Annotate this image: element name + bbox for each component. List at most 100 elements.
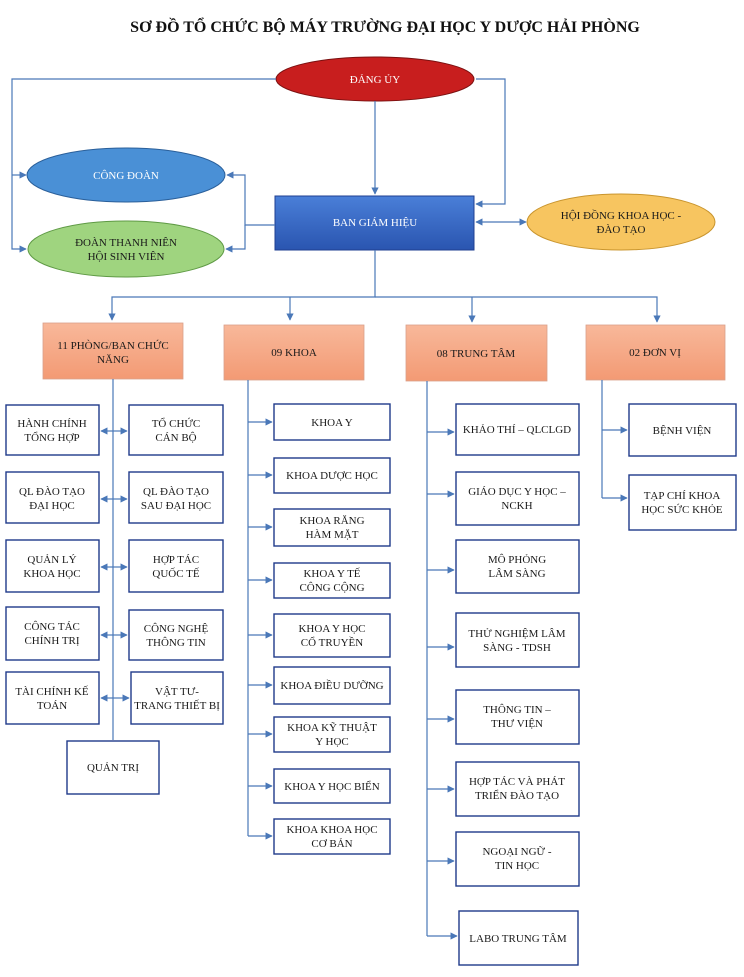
bgh-to-cong-doan-arrow bbox=[226, 171, 275, 226]
phong-ban-box bbox=[66, 740, 160, 795]
trung-tam-box bbox=[455, 689, 580, 745]
phong-ban-label: THÔNG TIN bbox=[146, 637, 205, 649]
khoa-label: KHOA Y HỌC bbox=[298, 623, 365, 635]
phong-ban-box bbox=[128, 471, 224, 524]
hoi-dong-label-1: HỘI ĐỒNG KHOA HỌC - bbox=[561, 209, 682, 222]
phong-ban-label: TỔ CHỨC bbox=[152, 417, 201, 430]
trung-tam-label: THÔNG TIN – bbox=[483, 704, 551, 716]
cong-doan-node bbox=[26, 147, 226, 203]
hoi-dong-label-2: ĐÀO TẠO bbox=[597, 224, 646, 236]
trung-tam-box bbox=[458, 910, 579, 966]
trung-tam-column: KHẢO THÍ – QLCLGD GIÁO DỤC Y HỌC – NCKH … bbox=[426, 381, 580, 966]
phong-ban-box bbox=[5, 471, 100, 524]
category-khoa-label: 09 KHOA bbox=[271, 347, 317, 359]
khoa-label: CỔ TRUYỀN bbox=[301, 636, 363, 649]
trung-tam-label: SÀNG - TDSH bbox=[483, 642, 551, 654]
trung-tam-label: THỬ NGHIỆM LÂM bbox=[468, 628, 565, 640]
khoa-box bbox=[273, 768, 391, 804]
dang-uy-label: ĐẢNG ỦY bbox=[350, 74, 400, 86]
phong-ban-box bbox=[128, 404, 224, 456]
phong-ban-label: CÔNG NGHỆ bbox=[144, 623, 209, 635]
phong-ban-label: HỢP TÁC bbox=[153, 554, 199, 566]
khoa-box bbox=[273, 666, 391, 705]
phong-ban-label: VẬT TƯ- bbox=[155, 686, 199, 698]
trung-tam-label: GIÁO DỤC Y HỌC – bbox=[468, 486, 566, 498]
khoa-label: CÔNG CỘNG bbox=[299, 582, 364, 594]
trung-tam-label: TRIỂN ĐÀO TẠO bbox=[475, 789, 559, 802]
khoa-label: KHOA Y bbox=[311, 417, 353, 429]
phong-ban-column: HÀNH CHÍNH TỔNG HỢP TỔ CHỨC CÁN BỘ QL ĐÀ… bbox=[5, 379, 224, 795]
phong-ban-label: CHÍNH TRỊ bbox=[24, 635, 79, 647]
phong-ban-label: QUẢN TRỊ bbox=[87, 762, 139, 774]
phong-ban-label: CÔNG TÁC bbox=[24, 621, 80, 633]
trung-tam-box bbox=[455, 403, 580, 456]
trung-tam-label: MÔ PHỎNG bbox=[488, 554, 546, 566]
don-vi-box bbox=[628, 403, 737, 457]
category-phong-ban-label-2: NĂNG bbox=[97, 354, 129, 366]
don-vi-label: TẠP CHÍ KHOA bbox=[644, 490, 721, 502]
trung-tam-label: TIN HỌC bbox=[495, 860, 539, 872]
trung-tam-box bbox=[455, 612, 580, 668]
khoa-box bbox=[273, 818, 391, 855]
ban-giam-hieu-label: BAN GIÁM HIỆU bbox=[333, 217, 417, 229]
phong-ban-label: CÁN BỘ bbox=[155, 432, 196, 444]
trung-tam-box bbox=[455, 831, 580, 887]
chart-title: SƠ ĐỒ TỔ CHỨC BỘ MÁY TRƯỜNG ĐẠI HỌC Y DƯ… bbox=[130, 16, 640, 36]
trung-tam-label: NGOẠI NGỮ - bbox=[482, 846, 551, 858]
category-phong-ban bbox=[42, 322, 184, 380]
phong-ban-label: TRANG THIẾT BỊ bbox=[134, 699, 220, 712]
phong-ban-box bbox=[5, 671, 100, 725]
khoa-label: KHOA KHOA HỌC bbox=[286, 824, 377, 836]
khoa-column: KHOA Y KHOA DƯỢC HỌC KHOA RĂNG HÀM MẶT K… bbox=[247, 380, 391, 855]
hoi-dong-node bbox=[526, 193, 716, 251]
dang-uy-to-doan-arrow bbox=[11, 78, 276, 253]
don-vi-column: BỆNH VIỆN TẠP CHÍ KHOA HỌC SỨC KHỎE bbox=[601, 380, 737, 531]
trung-tam-label: LABO TRUNG TÂM bbox=[469, 933, 567, 945]
khoa-label: KHOA DƯỢC HỌC bbox=[286, 470, 378, 482]
khoa-label: KHOA ĐIỀU DƯỠNG bbox=[280, 679, 383, 692]
phong-ban-label: SAU ĐẠI HỌC bbox=[141, 500, 211, 512]
khoa-box bbox=[273, 562, 391, 599]
khoa-box bbox=[273, 403, 391, 441]
khoa-label: KHOA RĂNG bbox=[299, 515, 364, 527]
doan-thanh-nien-label-2: HỘI SINH VIÊN bbox=[88, 251, 165, 263]
khoa-box bbox=[273, 716, 391, 753]
phong-ban-label: QUẢN LÝ bbox=[27, 554, 76, 566]
trung-tam-box bbox=[455, 761, 580, 817]
phong-ban-label: TÀI CHÍNH KẾ bbox=[15, 685, 89, 698]
category-phong-ban-label-1: 11 PHÒNG/BAN CHỨC bbox=[57, 340, 168, 352]
phong-ban-label: QL ĐÀO TẠO bbox=[143, 486, 209, 498]
khoa-label: KHOA KỸ THUẬT bbox=[287, 722, 377, 734]
phong-ban-box bbox=[128, 539, 224, 593]
phong-ban-box bbox=[5, 404, 100, 456]
category-trung-tam bbox=[405, 324, 548, 382]
category-don-vi bbox=[585, 324, 726, 381]
phong-ban-label: QL ĐÀO TẠO bbox=[19, 486, 85, 498]
cong-doan-label: CÔNG ĐOÀN bbox=[93, 170, 159, 182]
phong-ban-label: ĐẠI HỌC bbox=[29, 500, 75, 512]
phong-ban-label: TỔNG HỢP bbox=[24, 431, 79, 444]
phong-ban-label: TOÁN bbox=[37, 700, 67, 712]
trung-tam-box bbox=[455, 539, 580, 594]
phong-ban-label: HÀNH CHÍNH bbox=[17, 418, 86, 430]
doan-thanh-nien-node bbox=[27, 220, 225, 278]
bgh-to-doan-arrow bbox=[225, 225, 246, 253]
khoa-label: KHOA Y TẾ bbox=[303, 567, 360, 580]
trung-tam-label: LÂM SÀNG bbox=[488, 568, 545, 580]
trung-tam-label: KHẢO THÍ – QLCLGD bbox=[463, 424, 571, 436]
bgh-to-phong-arrow bbox=[108, 250, 376, 321]
phong-ban-label: QUỐC TẾ bbox=[152, 567, 199, 580]
khoa-label: CƠ BẢN bbox=[311, 838, 352, 850]
khoa-box bbox=[273, 508, 391, 547]
dang-uy-to-bgh-right-arrow bbox=[475, 78, 506, 208]
phong-ban-box bbox=[128, 609, 224, 661]
khoa-box bbox=[273, 613, 391, 658]
category-trung-tam-label: 08 TRUNG TÂM bbox=[437, 348, 516, 360]
phong-ban-label: KHOA HỌC bbox=[23, 568, 80, 580]
category-don-vi-label: 02 ĐƠN VỊ bbox=[629, 347, 681, 359]
khoa-label: Y HỌC bbox=[315, 736, 349, 748]
phong-ban-box bbox=[5, 606, 100, 661]
phong-ban-box bbox=[5, 539, 100, 593]
